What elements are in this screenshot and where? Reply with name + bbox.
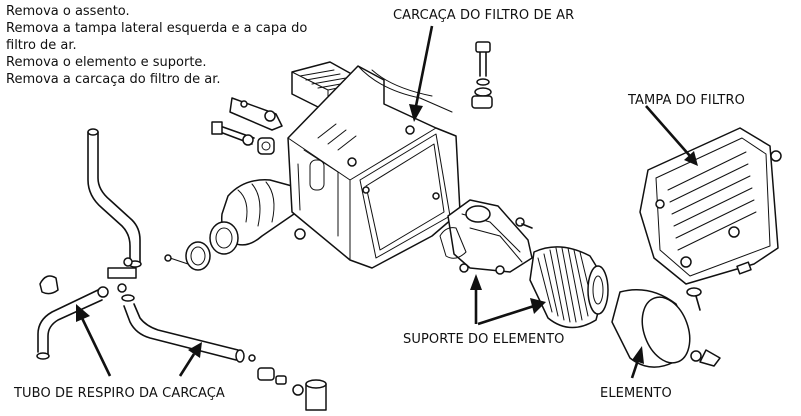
cover-screw: [686, 287, 702, 311]
label-cover: TAMPA DO FILTRO: [628, 93, 745, 108]
instruction-line: Remova a carcaça do filtro de ar.: [6, 72, 221, 87]
filter-cover: [639, 127, 782, 285]
element-support: [439, 199, 533, 275]
intake-boot: [209, 179, 297, 255]
breather-tube-lower-left: [36, 289, 103, 360]
breather-clamp: [39, 275, 109, 298]
air-filter-housing: [287, 65, 461, 269]
drain-plug-parts: [257, 367, 327, 411]
instruction-line: Remova o elemento e suporte.: [6, 55, 207, 70]
arrow-housing: [409, 25, 434, 122]
label-element: ELEMENTO: [600, 386, 672, 401]
breather-tube-lower-right: [123, 303, 256, 363]
bolt-and-collar: [211, 121, 275, 155]
instruction-list: Remova o assento. Remova a tampa lateral…: [6, 3, 307, 88]
filter-element-core: [529, 246, 609, 329]
arrow-breather-right: [178, 342, 202, 377]
arrow-support-right: [477, 298, 546, 326]
grommet: [294, 228, 306, 240]
arrow-breather-left: [76, 304, 112, 377]
arrow-cover: [645, 105, 698, 166]
label-breather: TUBO DE RESPIRO DA CARCAÇA: [14, 386, 225, 401]
label-support: SUPORTE DO ELEMENTO: [403, 332, 565, 347]
instruction-line: Remova o assento.: [6, 4, 130, 19]
filter-element-sleeve: [611, 289, 721, 368]
instruction-line: filtro de ar.: [6, 38, 77, 53]
label-housing: CARCAÇA DO FILTRO DE AR: [393, 8, 575, 23]
arrow-element: [630, 346, 644, 379]
breather-t-joint: [107, 257, 137, 302]
mount-bracket: [229, 97, 283, 131]
housing-bolt-stack: [471, 41, 493, 109]
arrow-support-left: [470, 274, 482, 324]
breather-tube-upper: [87, 128, 142, 268]
boot-clamp: [164, 241, 211, 271]
instruction-line: Remova a tampa lateral esquerda e a capa…: [6, 21, 308, 36]
